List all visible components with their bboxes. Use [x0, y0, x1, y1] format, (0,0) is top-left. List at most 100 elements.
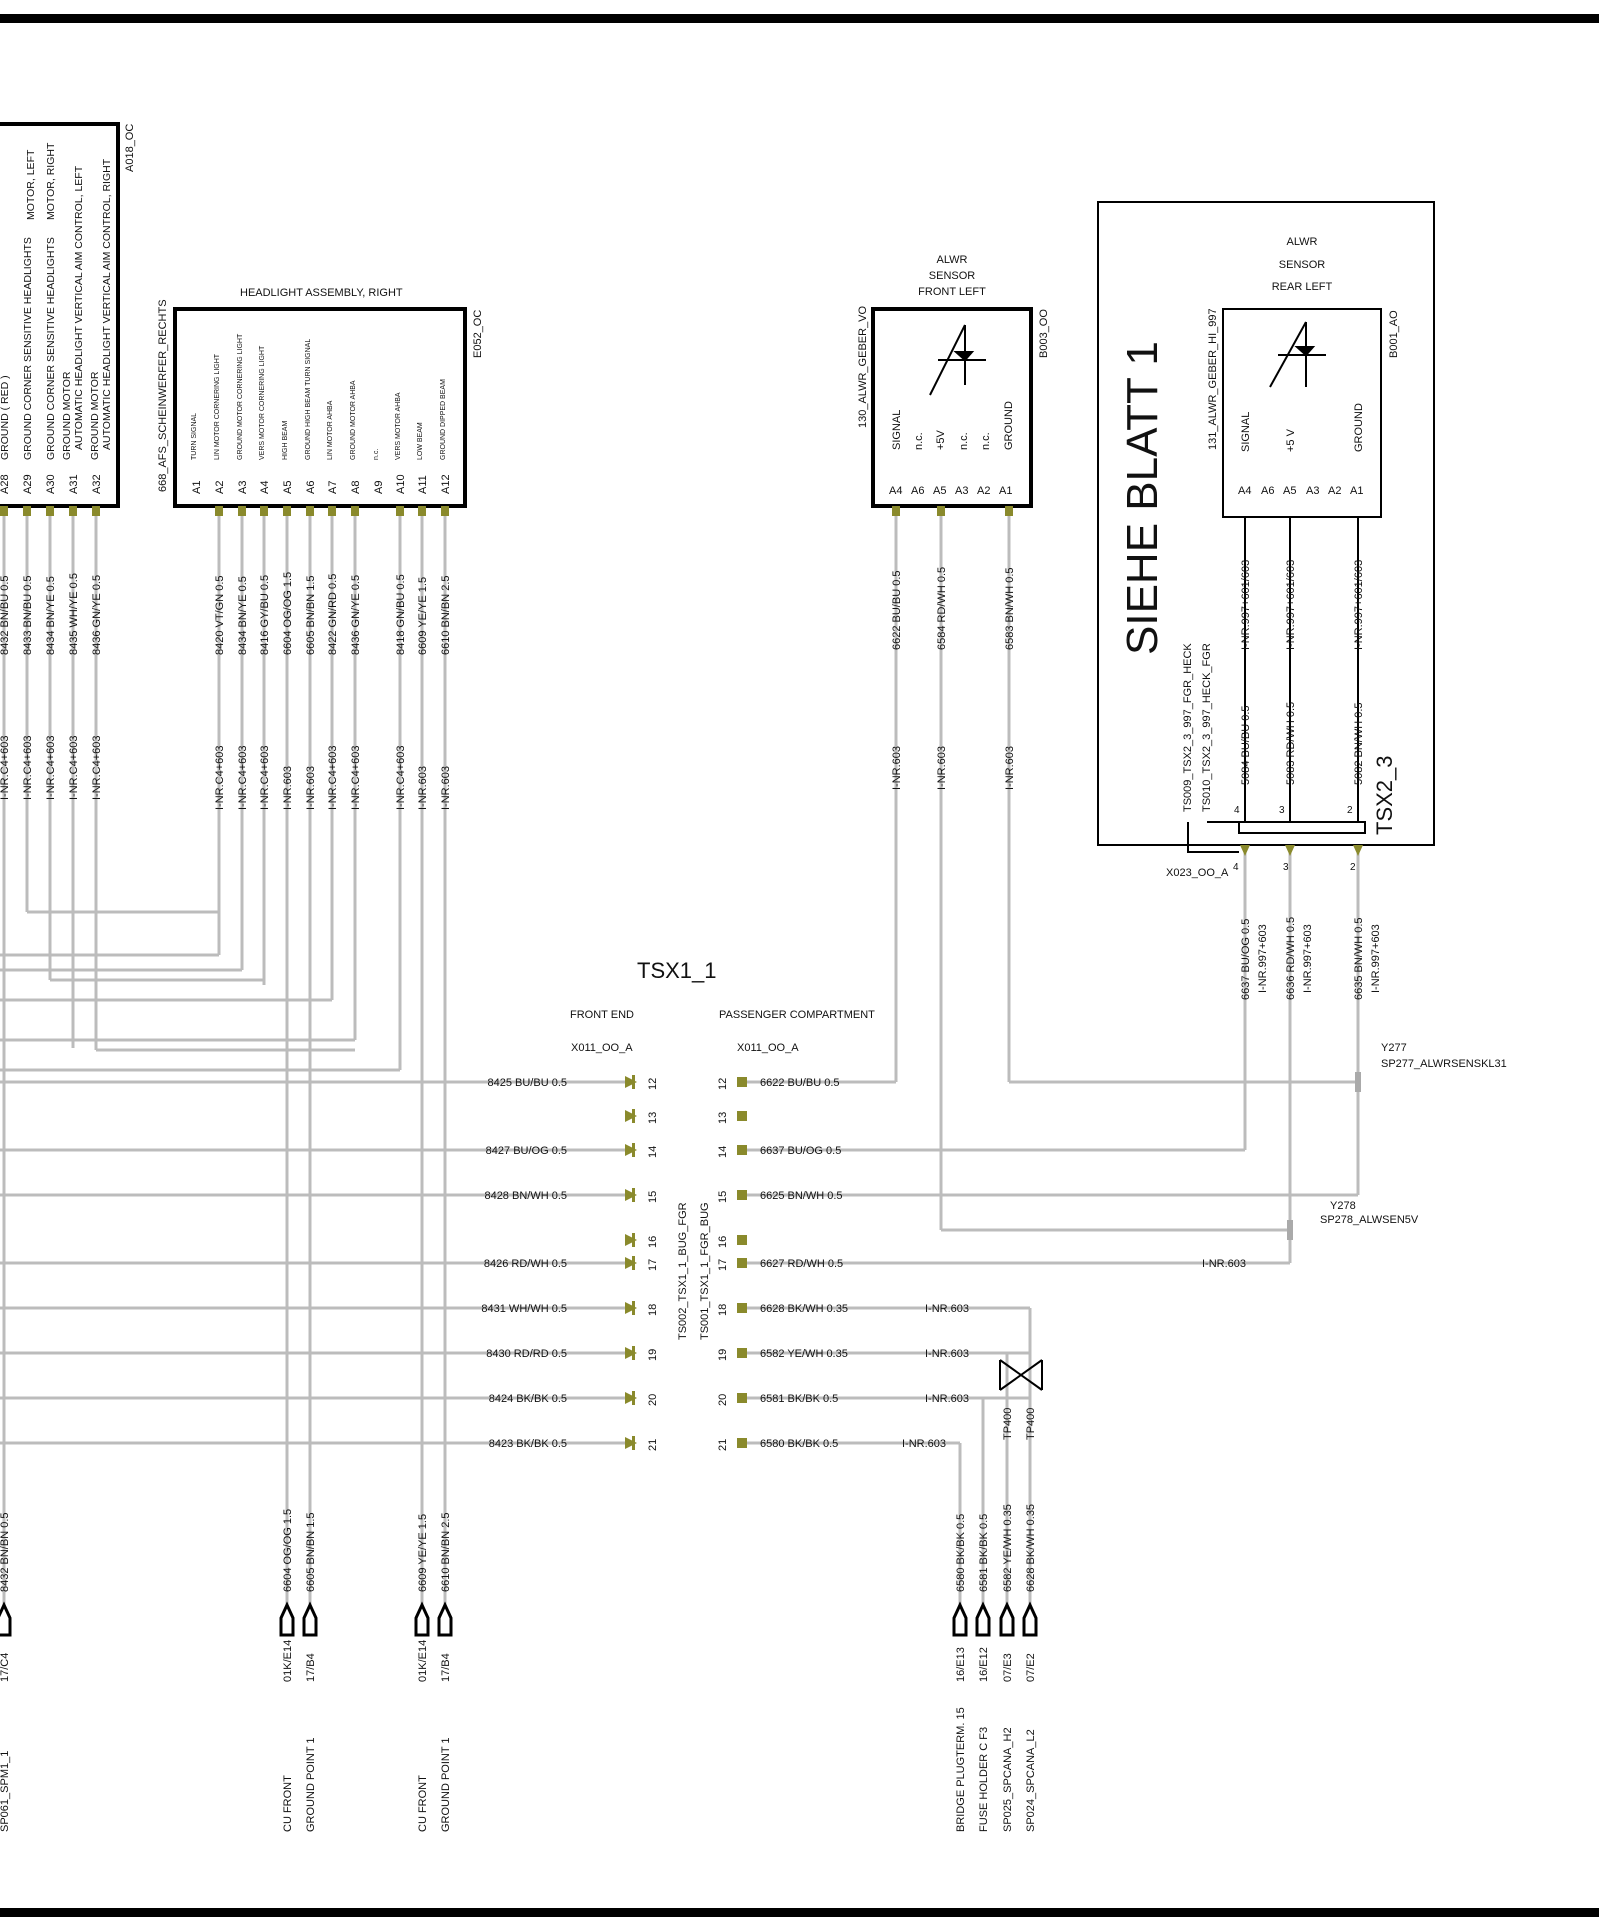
- rear-sensor-pin: A1: [1350, 485, 1363, 497]
- b003-function: n.c.: [958, 432, 970, 450]
- rear-sensor-pin: A6: [1261, 485, 1274, 497]
- tsx1-left-pin-base: [632, 1256, 635, 1270]
- rear-sensor-wire: 5082 BN/WH 0.5: [1353, 702, 1365, 785]
- tsx1-right-wire: 6625 BN/WH 0.5: [760, 1190, 843, 1202]
- e052-wire: 6610 BN/BN 2.5: [440, 576, 452, 656]
- tsx1-right-pin: [737, 1438, 747, 1448]
- tsx1-pin-number: 15: [717, 1191, 729, 1203]
- terminal-name: FUSE HOLDER C F3: [978, 1727, 990, 1832]
- tsx1-right-wire: 6581 BK/BK 0.5: [760, 1393, 838, 1405]
- b003-wire: 6622 BU/BU 0.5: [891, 571, 903, 651]
- a018-wire: 8435 WH/YE 0.5: [68, 573, 80, 655]
- terminal-ref: 07/E2: [1025, 1653, 1037, 1682]
- e052-pin: A4: [259, 481, 271, 494]
- rear-sensor-pin: A4: [1238, 485, 1251, 497]
- a018-label: MOTOR, LEFT: [25, 149, 37, 220]
- a018-function: GROUND ( RED ): [0, 375, 11, 460]
- tsx2-pin: 3: [1279, 805, 1285, 816]
- x023-pin: 4: [1233, 862, 1239, 873]
- tsx1-left-pin: [625, 1076, 637, 1088]
- tsx1-x011-right: X011_OO_A: [737, 1042, 799, 1054]
- b003-pin: A2: [977, 485, 990, 497]
- terminal-name: CU FRONT: [282, 1775, 294, 1832]
- tsx1-left-pin-base: [632, 1143, 635, 1157]
- b003-inr: I-NR.603: [1004, 746, 1016, 790]
- terminal-icon: [999, 1601, 1015, 1637]
- terminal-ref: 16/E13: [955, 1647, 967, 1682]
- x023-wire: 6636 RD/WH 0.5: [1285, 917, 1297, 1000]
- terminal-wire: 6609 YE/YE 1.5: [417, 1514, 429, 1592]
- tsx1-left-wire: 8430 RD/RD 0.5: [486, 1348, 567, 1360]
- e052-pin: A6: [305, 481, 317, 494]
- rear-sensor-inr: I-NR.997+601/603: [1285, 560, 1297, 650]
- e052-pin: A3: [237, 481, 249, 494]
- e052-pin: A1: [191, 481, 203, 494]
- e052-pin: A12: [440, 474, 452, 494]
- terminal-wire: 6581 BK/BK 0.5: [978, 1514, 990, 1592]
- e052-inr: I-NR.C4+603: [259, 745, 271, 810]
- terminal-icon: [975, 1601, 991, 1637]
- tsx1-left-wire: 8428 BN/WH 0.5: [484, 1190, 567, 1202]
- tsx1-right-pin: [737, 1111, 747, 1121]
- y278-label: Y278: [1330, 1200, 1356, 1212]
- tsx1-left-wire: 8423 BK/BK 0.5: [489, 1438, 567, 1450]
- bottom-border: [0, 1908, 1599, 1917]
- a018-pin: A28: [0, 474, 11, 494]
- terminal-wire: 6605 BN/BN 1.5: [305, 1513, 317, 1593]
- tsx1-left-pin: [625, 1110, 637, 1122]
- b003-inr: I-NR.603: [936, 746, 948, 790]
- b003-wire: 6583 BN/WH 0.5: [1004, 567, 1016, 650]
- tsx1-right-wire: 6637 BU/OG 0.5: [760, 1145, 841, 1157]
- rear-sensor-pin: A2: [1328, 485, 1341, 497]
- tsx1-inr: I-NR.603: [925, 1303, 969, 1315]
- rear-sensor-function: SIGNAL: [1240, 412, 1252, 452]
- tsx1-pin-number: 18: [717, 1304, 729, 1316]
- terminal-icon: [414, 1601, 430, 1637]
- tsx1-left-pin-base: [632, 1346, 635, 1360]
- e052-wire: 8434 BN/YE 0.5: [237, 576, 249, 655]
- e052-inr: I-NR.603: [417, 766, 429, 810]
- top-border: [0, 14, 1599, 23]
- b003-wire: 6584 RD/WH 0.5: [936, 567, 948, 650]
- tsx1-left-pin: [625, 1189, 637, 1201]
- ts009-label: TS009_TSX2_3_997_FGR_HECK: [1182, 643, 1194, 812]
- tsx1-pin-number: 21: [717, 1439, 729, 1451]
- b003-id: B003_OO: [1038, 309, 1050, 358]
- tsx1-left-pin-base: [632, 1436, 635, 1450]
- e052-wire: 8416 GY/BU 0.5: [259, 575, 271, 655]
- sheet-big-label: SIEHE BLATT 1: [1118, 341, 1167, 655]
- a018-pin: A29: [22, 474, 34, 494]
- tsx1-pin-number: 16: [647, 1236, 659, 1248]
- tsx1-left-pin: [625, 1144, 637, 1156]
- tsx1-front-end: FRONT END: [570, 1009, 634, 1021]
- b003-function: +5V: [935, 429, 947, 450]
- tsx1-inr: I-NR.603: [925, 1348, 969, 1360]
- tp400-label: TP400: [1002, 1408, 1014, 1440]
- tsx1-right-wire: 6622 BU/BU 0.5: [760, 1077, 840, 1089]
- rear-sensor-title: REAR LEFT: [1272, 281, 1333, 293]
- a018-inr: I-NR.C4+603: [45, 735, 57, 800]
- rear-sensor-wire: 5083 RD/WH 0.5: [1285, 702, 1297, 785]
- tsx1-left-pin-base: [632, 1109, 635, 1123]
- e052-function: GROUND HIGH BEAM TURN SIGNAL: [305, 339, 312, 460]
- connector-tsx1: TSX1_1 FRONT END PASSENGER COMPARTMENT X…: [481, 958, 1506, 1451]
- ts010-label: TS010_TSX2_3_997_HECK_FGR: [1201, 643, 1213, 812]
- e052-wire: 6605 BN/BN 1.5: [305, 576, 317, 656]
- b003-function: SIGNAL: [891, 410, 903, 450]
- e052-inr: I-NR.C4+603: [395, 745, 407, 810]
- rear-sensor-function: +5 V: [1285, 428, 1297, 452]
- terminal-wire: 6628 BK/WH 0.35: [1025, 1504, 1037, 1592]
- a018-inr: I-NR.C4+603: [0, 735, 11, 800]
- e052-inr: I-NR.603: [440, 766, 452, 810]
- terminal-wire: 6580 BK/BK 0.5: [955, 1514, 967, 1592]
- tsx1-pin-number: 21: [647, 1439, 659, 1451]
- twisted-pair-icon: [999, 1359, 1043, 1391]
- tp400-label: TP400: [1025, 1408, 1037, 1440]
- tsx1-right-pin: [737, 1235, 747, 1245]
- rear-sensor-function: GROUND: [1353, 403, 1365, 452]
- terminal-wire: 6582 YE/WH 0.35: [1002, 1504, 1014, 1592]
- b003-function: n.c.: [980, 432, 992, 450]
- a018-id: A018_OC: [124, 124, 136, 172]
